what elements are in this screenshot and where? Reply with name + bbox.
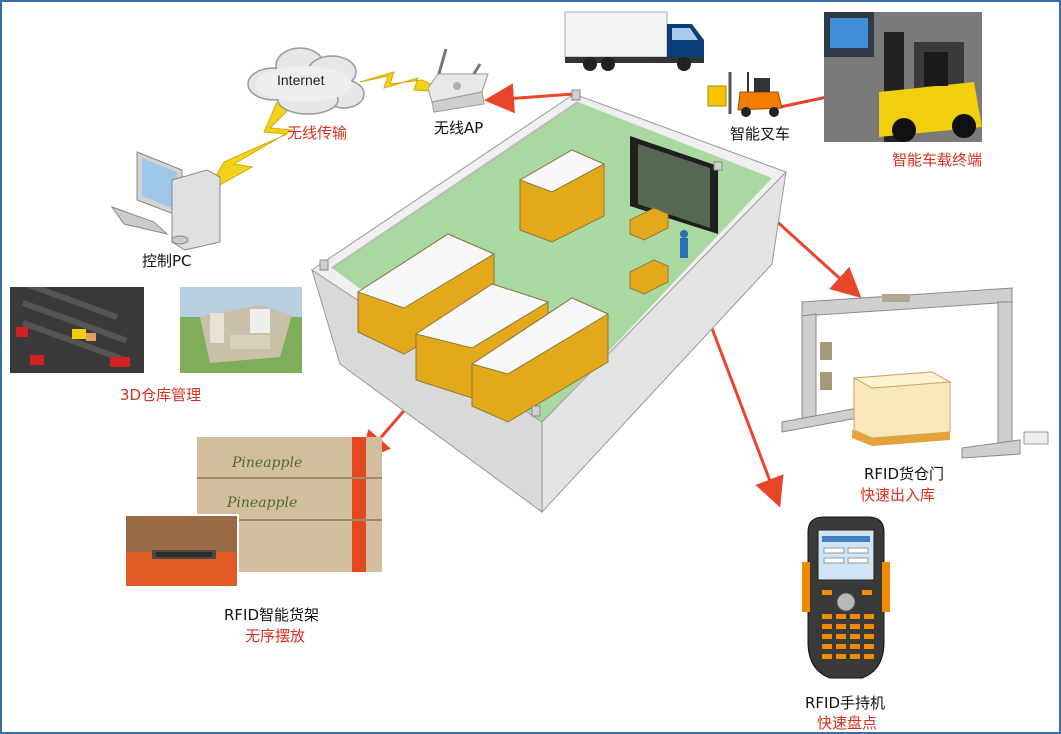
rfid-shelf-caption: 无序摆放: [245, 627, 306, 645]
cloud-label: Internet: [277, 72, 325, 88]
pineapple-box-text-1: Pineapple: [231, 455, 302, 471]
pineapple-box-text-2: Pineapple: [226, 495, 297, 511]
rfid-handheld-title: RFID手持机: [805, 694, 886, 712]
ap-label: 无线AP: [434, 119, 484, 137]
terminal-caption: 智能车载终端: [892, 151, 983, 169]
rfid-shelf-title: RFID智能货架: [224, 606, 320, 624]
rfid-tag-photo: [124, 514, 239, 588]
warehouse-3d-caption: 3D仓库管理: [120, 386, 202, 404]
rfid-door-caption: 快速出入库: [860, 486, 936, 504]
forklift-terminal-photo: [824, 12, 982, 142]
pc-label: 控制PC: [142, 252, 192, 270]
arrow-to-ap: [484, 83, 575, 114]
warehouse-3d-photo-2: [180, 287, 302, 373]
wireless-caption: 无线传输: [287, 124, 348, 142]
rfid-door-title: RFID货仓门: [864, 465, 945, 483]
lightning-bolt-pc: [205, 101, 296, 194]
rfid-handheld-caption: 快速盘点: [817, 714, 878, 732]
forklift-label: 智能叉车: [730, 125, 791, 143]
warehouse-3d-photo-1: [10, 287, 144, 373]
